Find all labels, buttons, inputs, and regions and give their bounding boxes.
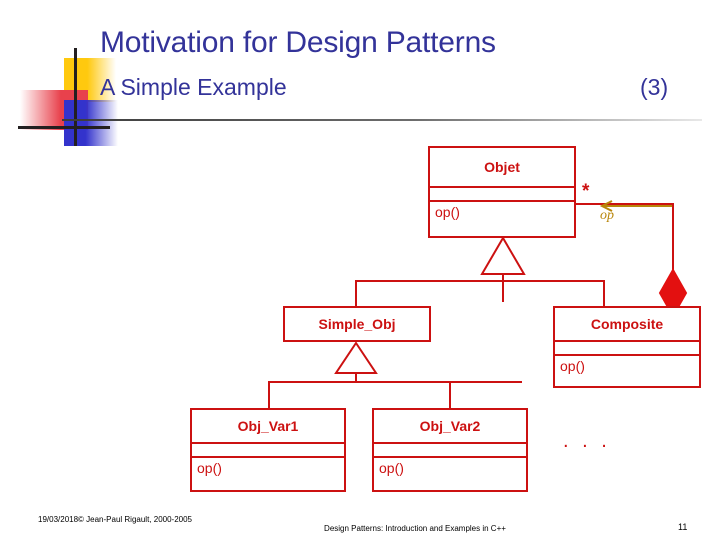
class-operations-obj-var1: op(): [192, 456, 344, 490]
generalization-stem-simple-obj: [355, 373, 357, 383]
page-subtitle: A Simple Example: [100, 74, 287, 100]
class-operations-objet: op(): [430, 200, 574, 236]
header-divider: [62, 119, 702, 121]
association-line-vertical: [672, 203, 674, 275]
inheritance-triangle-simple-obj-icon: [334, 341, 378, 374]
logo-vertical-line: [74, 48, 77, 146]
generalization-drop-obj-var2: [449, 381, 451, 409]
inheritance-triangle-objet-icon: [480, 236, 526, 275]
generalization-bus-objet: [355, 280, 605, 282]
generalization-drop-obj-var1: [268, 381, 270, 409]
class-attributes-composite: [555, 340, 699, 354]
class-box-simple-obj[interactable]: Simple_Obj: [283, 306, 431, 342]
slide-logo: [18, 48, 118, 146]
class-box-composite[interactable]: Composite op(): [553, 306, 701, 388]
logo-horizontal-line: [18, 126, 110, 129]
navigability-arrow-icon: [599, 200, 672, 212]
generalization-stem-objet: [502, 274, 504, 302]
logo-blue-square: [64, 100, 118, 146]
class-box-obj-var1[interactable]: Obj_Var1 op(): [190, 408, 346, 492]
class-name-obj-var1: Obj_Var1: [237, 418, 299, 434]
page-title: Motivation for Design Patterns: [100, 26, 496, 59]
class-box-obj-var2[interactable]: Obj_Var2 op(): [372, 408, 528, 492]
association-line-horizontal: [576, 203, 674, 205]
footer-copyright: 19/03/2018© Jean-Paul Rigault, 2000-2005: [38, 515, 193, 524]
class-attributes-obj-var2: [374, 442, 526, 456]
slide-part-number: (3): [640, 74, 669, 100]
more-subclasses-ellipsis: . . .: [563, 430, 611, 452]
footer-course-title: Design Patterns: Introduction and Exampl…: [324, 524, 506, 533]
class-operations-obj-var2: op(): [374, 456, 526, 490]
class-name-objet: Objet: [484, 159, 520, 175]
generalization-bus-simple-obj: [268, 381, 522, 383]
multiplicity-star: *: [582, 181, 590, 202]
class-name-simple-obj: Simple_Obj: [318, 316, 396, 332]
class-attributes-obj-var1: [192, 442, 344, 456]
class-box-objet[interactable]: Objet op(): [428, 146, 576, 238]
generalization-drop-composite: [603, 280, 605, 308]
class-name-obj-var2: Obj_Var2: [419, 418, 481, 434]
footer-page-number: 11: [678, 522, 688, 532]
class-operations-composite: op(): [555, 354, 699, 386]
class-name-composite: Composite: [590, 316, 664, 332]
class-attributes-objet: [430, 186, 574, 200]
generalization-drop-simple-obj: [355, 280, 357, 308]
association-label-op: op: [600, 208, 614, 223]
